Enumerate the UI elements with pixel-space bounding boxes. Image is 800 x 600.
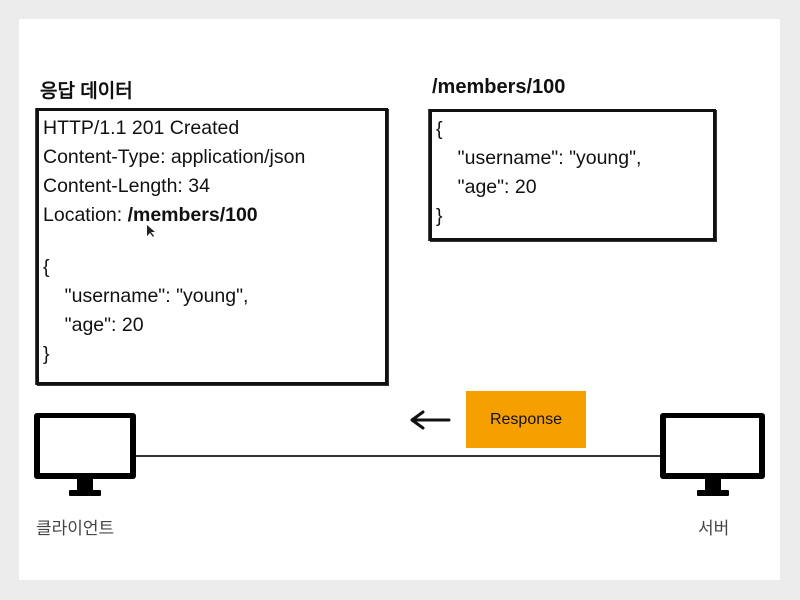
location-value: /members/100 [127,204,258,226]
location-line: Location: /members/100 [43,204,258,227]
cursor-icon [147,225,155,237]
server-monitor-icon [660,413,765,496]
client-label: 클라이언트 [36,519,115,538]
resource-open-brace: { [436,118,443,140]
connection-line [134,455,662,457]
response-data-box: HTTP/1.1 201 Created Content-Type: appli… [36,108,388,385]
arrow-left-icon [410,410,451,430]
json-age-line: "age": 20 [43,314,144,336]
resource-box: { "username": "young", "age": 20 } [429,109,716,241]
slide: 응답 데이터 HTTP/1.1 201 Created Content-Type… [19,19,780,580]
json-username-line: "username": "young", [43,285,249,307]
content-length-line: Content-Length: 34 [43,175,210,197]
json-open-brace: { [43,256,50,278]
status-line: HTTP/1.1 201 Created [43,117,240,139]
client-monitor-icon [34,413,136,496]
location-label: Location: [43,204,128,226]
resource-age-line: "age": 20 [436,176,537,198]
response-label: Response [466,391,586,448]
json-close-brace: } [43,343,50,365]
resource-close-brace: } [436,205,443,227]
resource-title: /members/100 [432,76,566,98]
server-label: 서버 [698,519,730,538]
content-type-line: Content-Type: application/json [43,146,306,168]
resource-username-line: "username": "young", [436,147,642,169]
response-data-title: 응답 데이터 [40,81,133,102]
